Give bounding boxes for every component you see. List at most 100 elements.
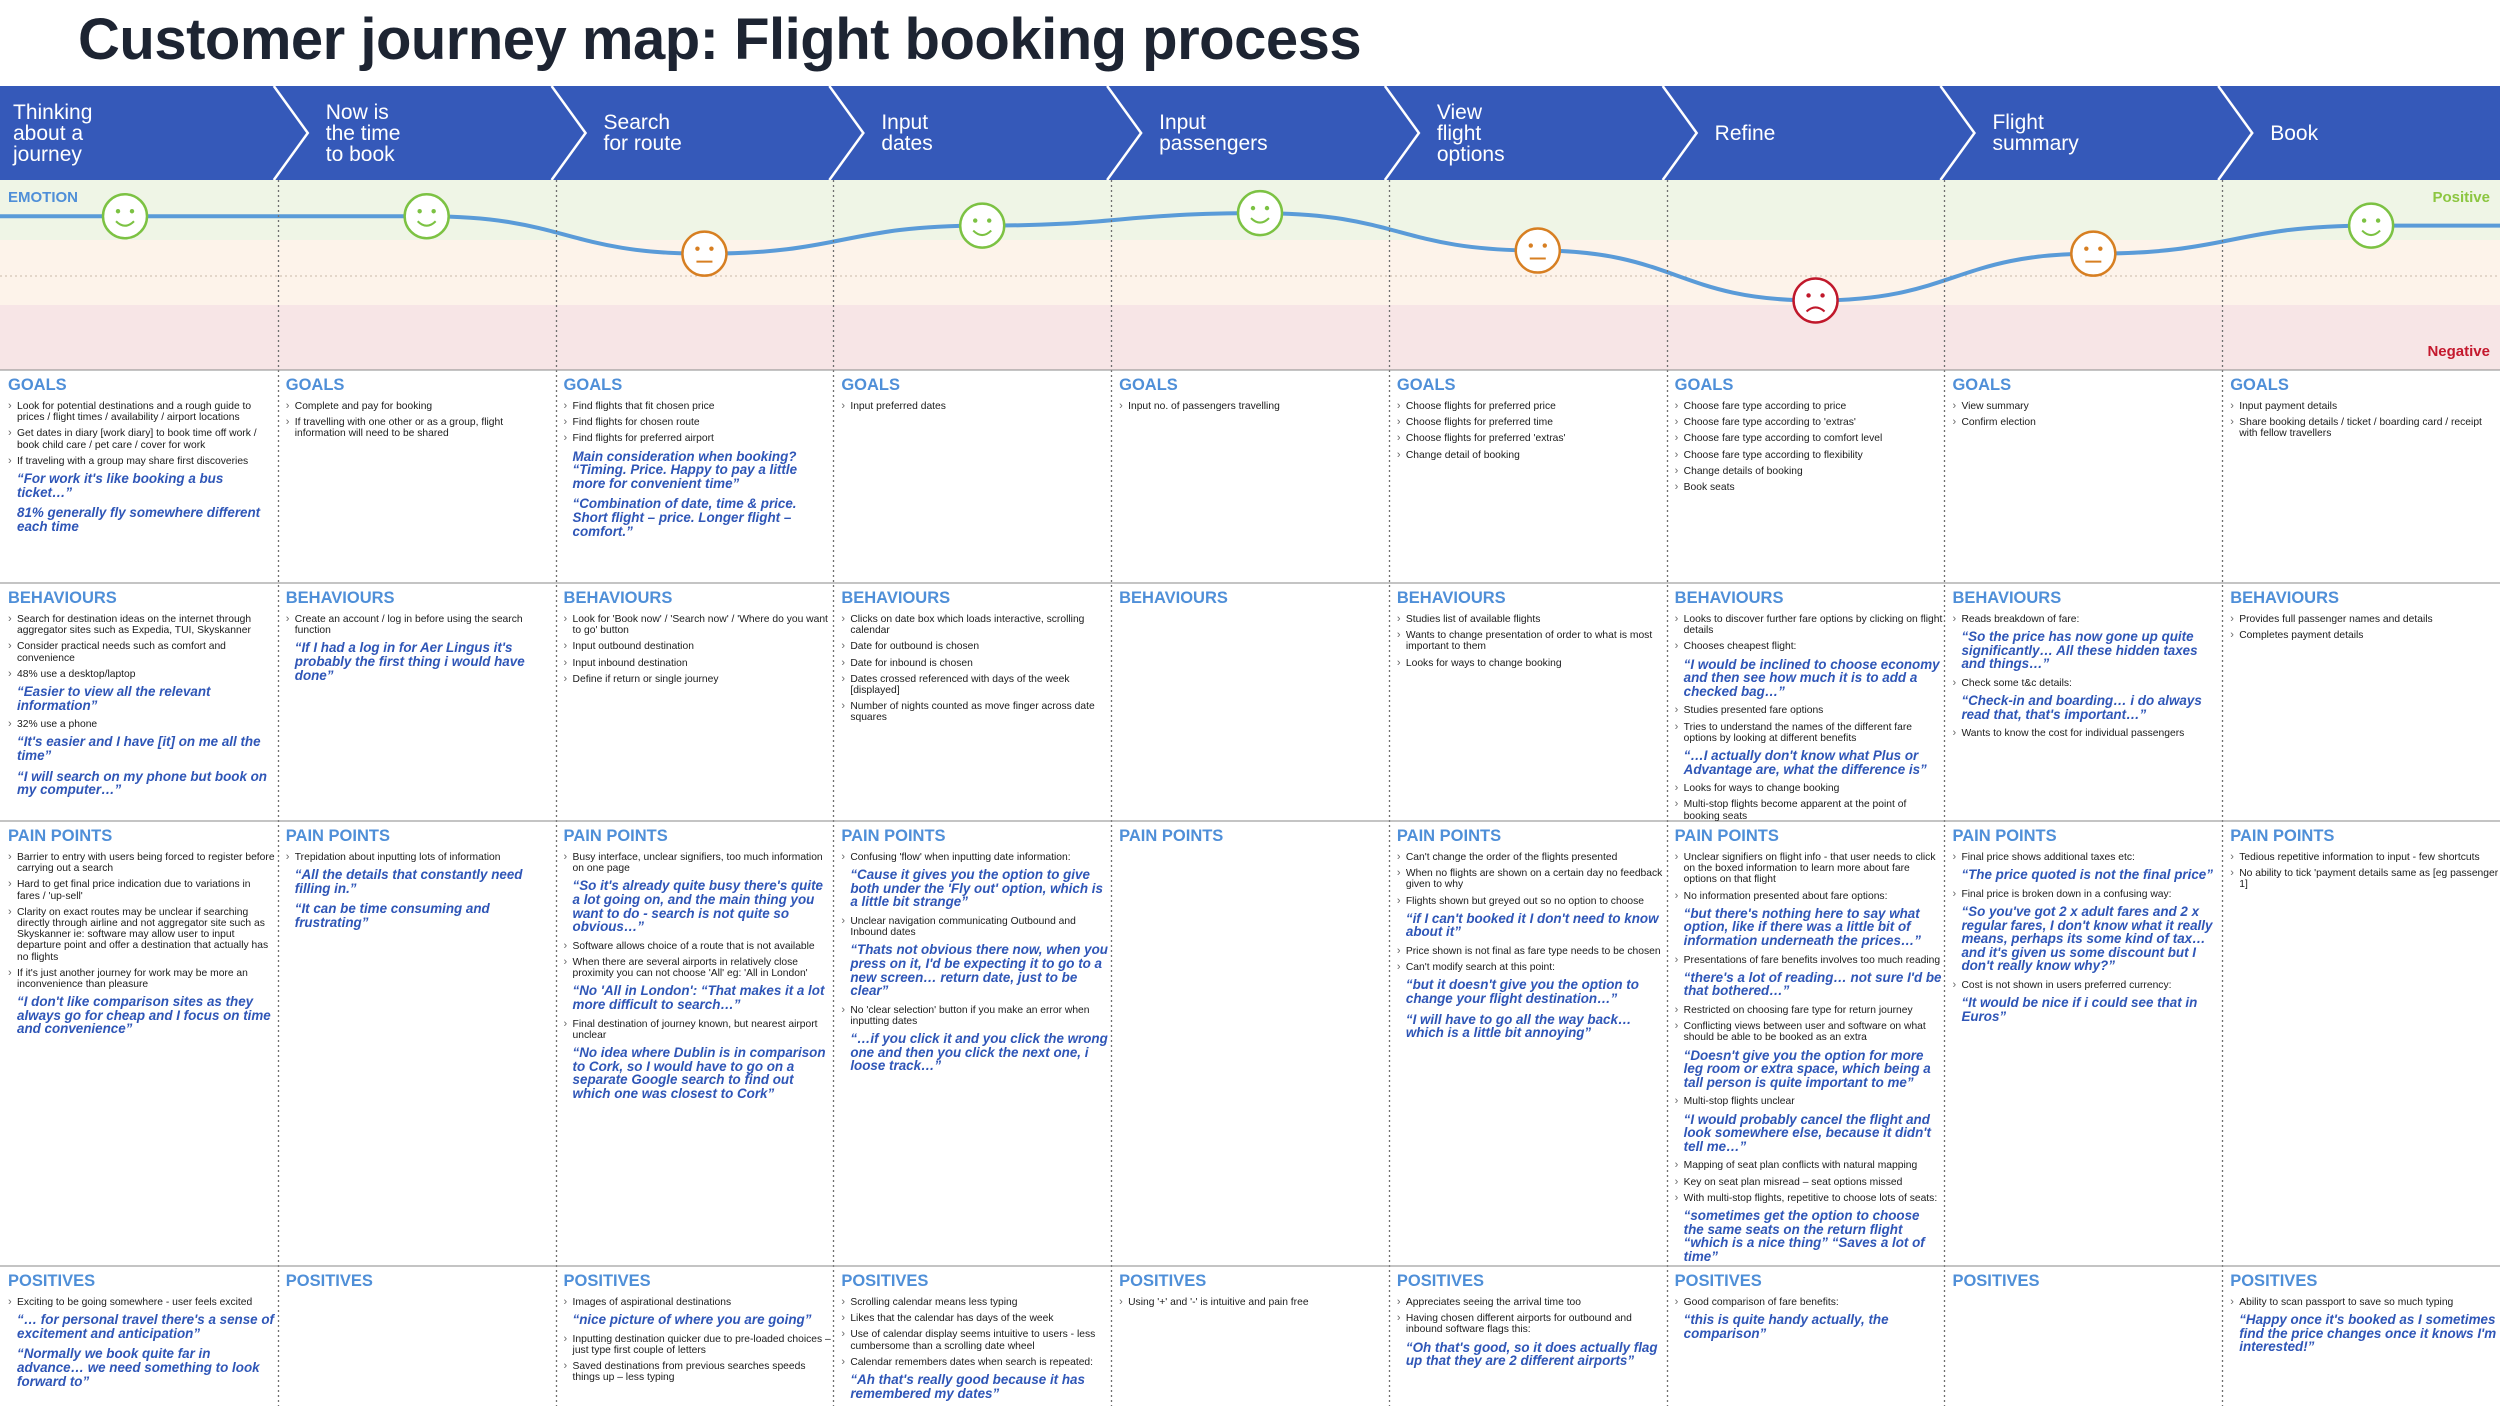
stage-label: Now is the time to book xyxy=(325,100,401,166)
pain-points-cell: PAIN POINTS Barrier to entry with users b… xyxy=(8,827,276,1043)
positives-heading: POSITIVES xyxy=(2230,1272,2318,1290)
list-item: Cost is not shown in users preferred cur… xyxy=(1952,980,2220,991)
list-item: Unclear signifiers on flight info - that… xyxy=(1675,852,1943,886)
user-quote: “It's easier and I have [it] on me all t… xyxy=(17,734,261,763)
list-item: No 'clear selection' button if you make … xyxy=(841,1005,1109,1027)
goals-heading: GOALS xyxy=(1674,376,1734,394)
neutral-face-icon xyxy=(681,230,728,277)
user-quote: “Easier to view all the relevant informa… xyxy=(17,684,211,713)
list-item: Mapping of seat plan conflicts with natu… xyxy=(1675,1160,1943,1171)
user-quote: “No 'All in London': “That makes it a lo… xyxy=(572,983,825,1012)
emotion-label: EMOTION xyxy=(8,189,78,206)
list-item: Choose fare type according to 'extras' xyxy=(1675,417,1943,428)
list-item: Book seats xyxy=(1675,482,1943,493)
behaviours-cell: BEHAVIOURSStudies list of available flig… xyxy=(1397,589,1665,674)
behaviours-cell: BEHAVIOURS Reads breakdown of fare: “So th… xyxy=(1952,589,2220,745)
list-item: Looks to discover further fare options b… xyxy=(1675,614,1943,636)
behaviours-cell: BEHAVIOURSCreate an account / log in bef… xyxy=(286,589,554,689)
goals-cell: GOALSChoose flights for preferred priceC… xyxy=(1397,376,1665,466)
behaviours-cell: BEHAVIOURS xyxy=(1119,589,1387,614)
list-item: Date for outbound is chosen xyxy=(841,641,1109,652)
pain-points-cell: PAIN POINTS Unclear signifiers on flight … xyxy=(1675,827,1943,1270)
list-item: Presentations of fare benefits involves … xyxy=(1675,955,1943,966)
user-quote: “this is quite handy actually, the compa… xyxy=(1683,1312,1889,1341)
goals-heading: GOALS xyxy=(1396,376,1456,394)
stage-chevron xyxy=(272,86,310,180)
list-item: Find flights for chosen route xyxy=(564,417,832,428)
user-quote: “I will search on my phone but book on m… xyxy=(17,768,267,798)
user-quote: “there's a lot of reading… not sure I'd … xyxy=(1683,969,1942,999)
list-item: 48% use a desktop/laptop xyxy=(8,669,276,680)
behaviours-cell: BEHAVIOURSSearch for destination ideas o… xyxy=(8,589,276,804)
user-quote: “So the price has now gone up quite sign… xyxy=(1961,629,2198,672)
behaviours-heading: BEHAVIOURS xyxy=(1396,589,1506,607)
behaviours-heading: BEHAVIOURS xyxy=(841,589,951,607)
list-item: Images of aspirational destinations xyxy=(564,1297,832,1308)
list-item: Complete and pay for booking xyxy=(286,401,554,412)
user-quote: “I would be inclined to choose economy a… xyxy=(1683,656,1940,699)
user-quote: “Thats not obvious there now, when you p… xyxy=(850,942,1108,999)
list-item: Wants to change presentation of order to… xyxy=(1397,630,1665,652)
happy-face-icon xyxy=(2347,202,2395,249)
list-item: Good comparison of fare benefits: xyxy=(1675,1297,1943,1308)
list-item: Restricted on choosing fare type for ret… xyxy=(1675,1005,1943,1016)
goals-cell: GOALSView summaryConfirm election xyxy=(1952,376,2220,433)
behaviours-heading: BEHAVIOURS xyxy=(2230,589,2340,607)
list-item: Saved destinations from previous searche… xyxy=(564,1361,832,1383)
list-item: Tedious repetitive information to input … xyxy=(2230,852,2498,863)
stage-label: View flight options xyxy=(1436,100,1505,166)
list-item: Multi-stop flights become apparent at th… xyxy=(1675,799,1943,821)
user-quote: “The price quoted is not the final price… xyxy=(1961,867,2213,883)
pain-points-cell: PAIN POINTSTrepidation about inputting l… xyxy=(286,827,554,937)
list-item: Reads breakdown of fare: xyxy=(1952,614,2220,625)
user-quote: “So it's already quite busy there's quit… xyxy=(572,878,823,935)
pain-points-heading: PAIN POINTS xyxy=(285,827,390,845)
list-item: Appreciates seeing the arrival time too xyxy=(1397,1297,1665,1308)
list-item: Can't change the order of the flights pr… xyxy=(1397,852,1665,863)
user-quote: “Oh that's good, so it does actually fla… xyxy=(1405,1339,1658,1369)
user-quote: “So you've got 2 x adult fares and 2 x r… xyxy=(1961,904,2213,974)
positives-cell: POSITIVESUsing '+' and '-' is intuitive … xyxy=(1119,1272,1387,1313)
user-quote: 81% generally fly somewhere different ea… xyxy=(17,505,261,534)
pain-points-heading: PAIN POINTS xyxy=(8,827,113,845)
list-item: Completes payment details xyxy=(2230,630,2498,641)
list-item: Ability to scan passport to save so much… xyxy=(2230,1297,2498,1308)
list-item: When no flights are shown on a certain d… xyxy=(1397,868,1665,890)
list-item: Confusing 'flow' when inputting date inf… xyxy=(841,852,1109,863)
list-item: Change detail of booking xyxy=(1397,450,1665,461)
list-item: 32% use a phone xyxy=(8,719,276,730)
list-item: Final price shows additional taxes etc: xyxy=(1952,852,2220,863)
user-quote: “sometimes get the option to choose the … xyxy=(1683,1207,1925,1264)
positives-heading: POSITIVES xyxy=(841,1272,929,1290)
user-quote: “nice picture of where you are going” xyxy=(572,1312,812,1328)
stage-label: Refine xyxy=(1714,121,1776,145)
list-item: Input outbound destination xyxy=(564,641,832,652)
list-item: Choose fare type according to flexibilit… xyxy=(1675,450,1943,461)
positives-cell: POSITIVESAppreciates seeing the arrival … xyxy=(1397,1272,1665,1375)
behaviours-heading: BEHAVIOURS xyxy=(1952,589,2062,607)
list-item: Search for destination ideas on the inte… xyxy=(8,614,276,636)
user-quote: “Ah that's really good because it has re… xyxy=(850,1372,1085,1401)
user-quote: “I would probably cancel the flight and … xyxy=(1683,1111,1931,1154)
pain-points-cell: PAIN POINTSBusy interface, unclear signi… xyxy=(564,827,832,1107)
positives-cell: POSITIVES xyxy=(286,1272,554,1297)
user-quote: “If I had a log in for Aer Lingus it's p… xyxy=(294,640,525,683)
list-item: Final price is broken down in a confusin… xyxy=(1952,889,2220,900)
list-item: Final destination of journey known, but … xyxy=(564,1019,832,1041)
stage-chevron xyxy=(2217,86,2254,180)
positives-cell: POSITIVES Ability to scan passport to sav… xyxy=(2230,1272,2498,1361)
positives-heading: POSITIVES xyxy=(8,1272,96,1290)
list-item: If traveling with a group may share firs… xyxy=(8,456,276,467)
goals-cell: GOALSFind flights that fit chosen priceF… xyxy=(564,376,832,545)
goals-heading: GOALS xyxy=(563,376,623,394)
list-item: Create an account / log in before using … xyxy=(286,614,554,636)
pain-points-cell: PAIN POINTSTedious repetitive informatio… xyxy=(2230,827,2498,896)
user-quote: “I will have to go all the way back… whi… xyxy=(1405,1011,1632,1041)
stage-chevron xyxy=(828,86,865,180)
list-item: Barrier to entry with users being forced… xyxy=(8,852,276,874)
list-item: Studies presented fare options xyxy=(1675,705,1943,716)
list-item: Provides full passenger names and detail… xyxy=(2230,614,2498,625)
list-item: Date for inbound is chosen xyxy=(841,658,1109,669)
pain-points-heading: PAIN POINTS xyxy=(1674,827,1779,845)
user-quote: Main consideration when booking? “Timing… xyxy=(572,448,798,491)
